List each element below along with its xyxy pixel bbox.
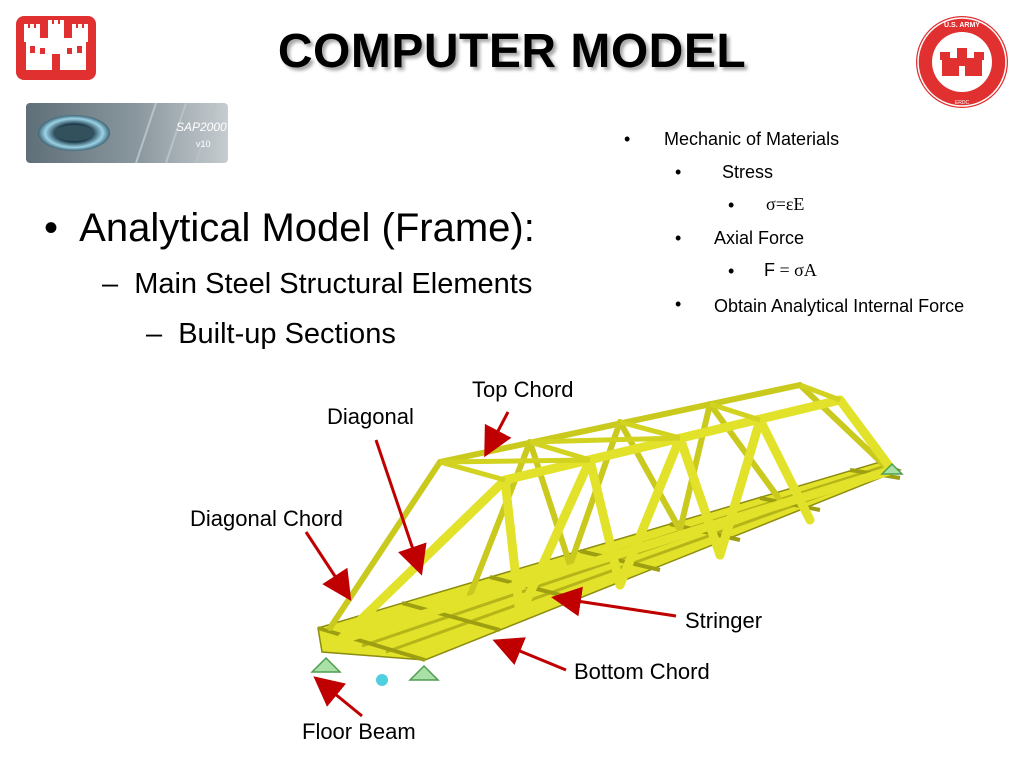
right-bullet-axial-force: Axial Force	[714, 228, 805, 248]
bullet-dot: •	[728, 261, 735, 281]
dash: –	[146, 318, 163, 350]
erdc-seal-logo: U.S. ARMY ERDC	[916, 16, 1008, 108]
label-bottom-chord: Bottom Chord	[574, 659, 710, 684]
label-diagonal-chord: Diagonal Chord	[190, 506, 343, 531]
bullet-dot: •	[675, 162, 682, 182]
stringer-arrow	[551, 586, 677, 618]
label-stringer: Stringer	[685, 608, 763, 633]
svg-text:ERDC: ERDC	[955, 100, 970, 106]
dash: –	[102, 268, 119, 300]
sap2000-banner: SAP2000 v10	[26, 103, 228, 163]
pointer-arrows	[304, 411, 677, 718]
bullet-dot: •	[675, 228, 682, 248]
diagonal-chord-arrow	[304, 531, 352, 602]
top-bracing	[439, 382, 841, 483]
axial-formula: F = σA	[764, 260, 817, 281]
sub-bullet-2-text: Built-up Sections	[178, 318, 396, 350]
bullet-dot: •	[728, 195, 735, 215]
label-top-chord: Top Chord	[472, 377, 574, 402]
bullet-dot: •	[624, 129, 631, 149]
sub-bullet-2: – Built-up Sections	[146, 318, 396, 351]
svg-text:U.S. ARMY: U.S. ARMY	[944, 22, 980, 29]
bullet-dot: •	[44, 206, 59, 250]
right-bullet-stress: Stress	[722, 162, 774, 182]
stress-formula: σ=εE	[766, 194, 805, 214]
sap2000-text: SAP2000	[176, 120, 227, 134]
label-diagonal: Diagonal	[327, 404, 414, 429]
right-bullet-mechanics: Mechanic of Materials	[664, 129, 840, 149]
version-text: v10	[196, 139, 211, 149]
slide-title: COMPUTER MODEL	[277, 25, 747, 78]
bottom-chord-arrow	[492, 637, 567, 672]
bullet-dot: •	[675, 294, 682, 314]
sub-bullet-1: – Main Steel Structural Elements	[102, 268, 532, 301]
top-chord-arrow	[484, 411, 512, 458]
floor-beam-arrow	[313, 676, 363, 718]
axial-formula-lead: F	[764, 260, 775, 280]
sub-bullet-1-text: Main Steel Structural Elements	[134, 268, 533, 300]
node-marker	[376, 674, 388, 686]
axial-formula-rest: = σA	[775, 260, 817, 280]
label-floor-beam: Floor Beam	[302, 719, 416, 744]
right-bullet-internal-force: Obtain Analytical Internal Force	[714, 296, 965, 316]
diagonal-arrow	[374, 439, 427, 576]
supports	[310, 462, 904, 681]
usace-castle-logo	[16, 16, 96, 80]
main-bullet: • Analytical Model (Frame):	[44, 206, 535, 251]
main-bullet-text: Analytical Model (Frame):	[79, 206, 535, 250]
